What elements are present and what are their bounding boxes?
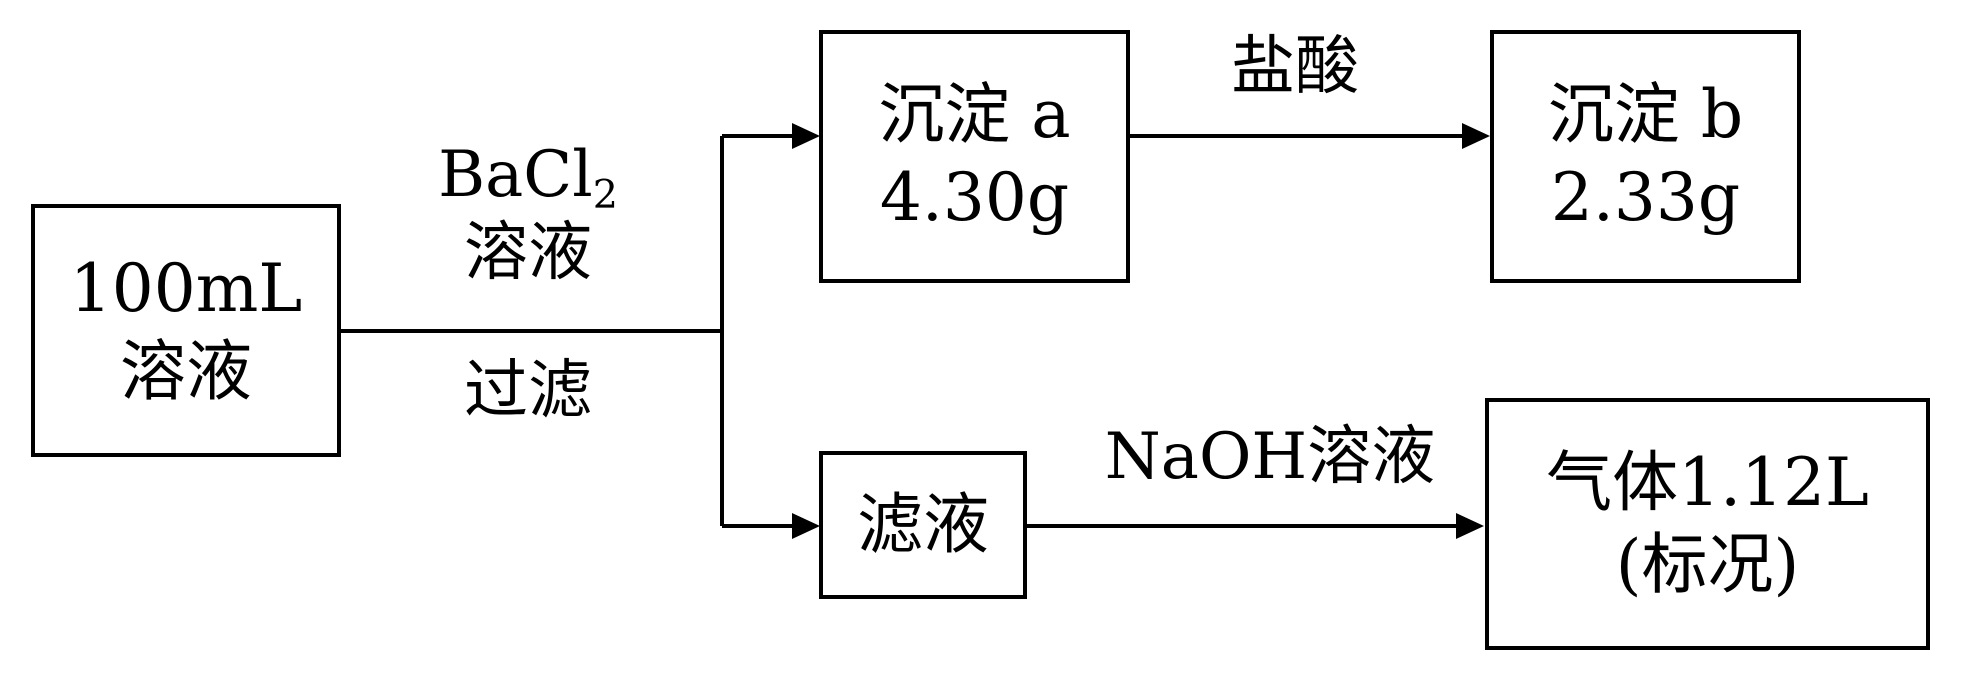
label-hydrochloric-acid: 盐酸 [1231, 30, 1359, 104]
box-precipitate-a: 沉淀 a 4.30g [819, 30, 1130, 283]
filtrate-name: 滤液 [857, 485, 989, 563]
label-reagent-bacl2: BaCl2 溶液 [428, 140, 628, 288]
start-solution: 溶液 [120, 332, 252, 410]
reagent-formula-main: BaCl [438, 138, 593, 212]
precipitate-b-mass: 2.33g [1550, 158, 1741, 236]
precipitate-b-name: 沉淀 b [1547, 76, 1744, 153]
arrowhead-filtrate-to-gas [1456, 513, 1484, 539]
arrowhead-to-filtrate [792, 513, 820, 539]
arrowhead-precipitate-a-to-b [1462, 123, 1490, 149]
precipitate-a-name: 沉淀 a [878, 76, 1071, 153]
label-filter: 过滤 [464, 354, 592, 428]
box-filtrate: 滤液 [819, 451, 1027, 599]
start-volume: 100mL [69, 250, 303, 327]
reagent-solution: 溶液 [464, 215, 592, 290]
label-naoh-solution: NaOH溶液 [1104, 420, 1436, 494]
arrowhead-to-precipitate-a [792, 123, 820, 149]
precipitate-a-mass: 4.30g [879, 158, 1070, 236]
box-gas: 气体1.12L (标况) [1485, 398, 1930, 650]
reagent-formula: BaCl2 [428, 140, 628, 218]
box-start-solution: 100mL 溶液 [31, 204, 341, 457]
gas-condition: (标况) [1615, 526, 1800, 603]
gas-volume: 气体1.12L [1546, 443, 1869, 521]
box-precipitate-b: 沉淀 b 2.33g [1490, 30, 1801, 283]
reagent-formula-subscript: 2 [592, 171, 618, 218]
